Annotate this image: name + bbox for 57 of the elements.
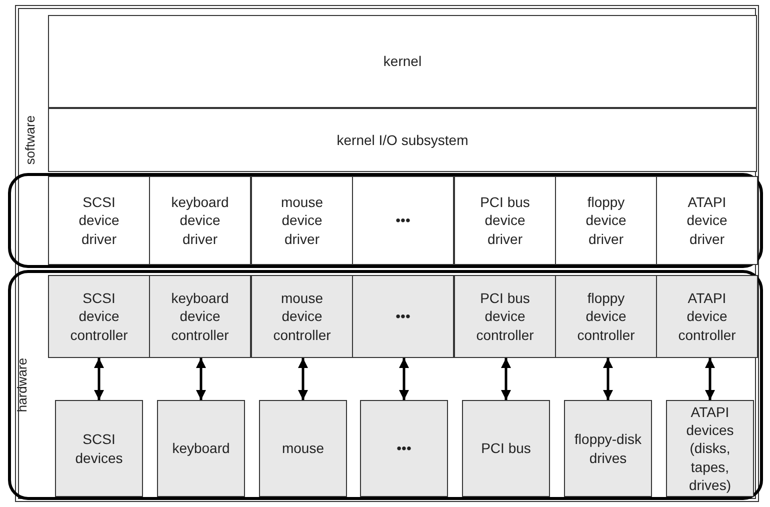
- layer-box: [48, 15, 757, 108]
- layer-box: [48, 176, 150, 265]
- hardware-box: [462, 400, 550, 497]
- hardware-box: [149, 275, 251, 358]
- layer-box: [48, 108, 757, 172]
- hardware-box: [555, 275, 657, 358]
- hardware-box: [564, 400, 652, 497]
- box-label: keyboard: [171, 439, 231, 458]
- hardware-box: [259, 400, 347, 497]
- box-label: PCI bus device controller: [475, 289, 535, 344]
- side-label: hardware: [14, 358, 30, 412]
- double-arrow: [705, 358, 715, 400]
- layer-box: [149, 176, 251, 265]
- hardware-box: [251, 275, 353, 358]
- group-outline: [8, 270, 763, 500]
- box-label: mouse device controller: [272, 289, 332, 344]
- box-label: keyboard device controller: [170, 289, 230, 344]
- box-label: ATAPI devices (disks, tapes, drives): [685, 403, 735, 494]
- box-label: keyboard device driver: [170, 193, 230, 248]
- box-label: mouse: [280, 439, 326, 458]
- box-label: SCSI device driver: [78, 193, 120, 248]
- hardware-box: [360, 400, 448, 497]
- box-label: PCI bus: [480, 439, 532, 458]
- hardware-box: [656, 275, 758, 358]
- double-arrow: [501, 358, 511, 400]
- box-label: •••: [394, 307, 412, 326]
- hardware-box: [157, 400, 245, 497]
- layer-box: [656, 176, 758, 265]
- box-label: kernel: [382, 52, 423, 71]
- double-arrow: [94, 358, 104, 400]
- hardware-box: [352, 275, 454, 358]
- box-label: kernel I/O subsystem: [336, 130, 470, 150]
- box-label: PCI bus device driver: [479, 193, 531, 248]
- hardware-box: [454, 275, 556, 358]
- box-label: •••: [394, 211, 412, 230]
- double-arrow: [196, 358, 206, 400]
- double-arrow: [603, 358, 613, 400]
- box-label: floppy device controller: [576, 289, 636, 344]
- box-label: SCSI devices: [74, 430, 124, 467]
- box-label: floppy-disk drives: [574, 430, 642, 467]
- group-outline: [8, 173, 763, 268]
- box-label: ATAPI device driver: [686, 193, 728, 248]
- box-label: ATAPI device controller: [677, 289, 737, 344]
- hardware-box: [48, 275, 150, 358]
- box-label: •••: [396, 439, 412, 458]
- double-arrow: [399, 358, 409, 400]
- box-label: mouse device driver: [280, 193, 324, 248]
- side-label: software: [22, 115, 38, 165]
- hardware-box: [666, 400, 754, 497]
- layer-box: [454, 176, 556, 265]
- box-label: SCSI device controller: [69, 289, 129, 344]
- layer-box: [251, 176, 353, 265]
- double-arrow: [298, 358, 308, 400]
- hardware-box: [55, 400, 143, 497]
- layer-box: [555, 176, 657, 265]
- box-label: floppy device driver: [584, 193, 628, 248]
- layer-box: [352, 176, 454, 265]
